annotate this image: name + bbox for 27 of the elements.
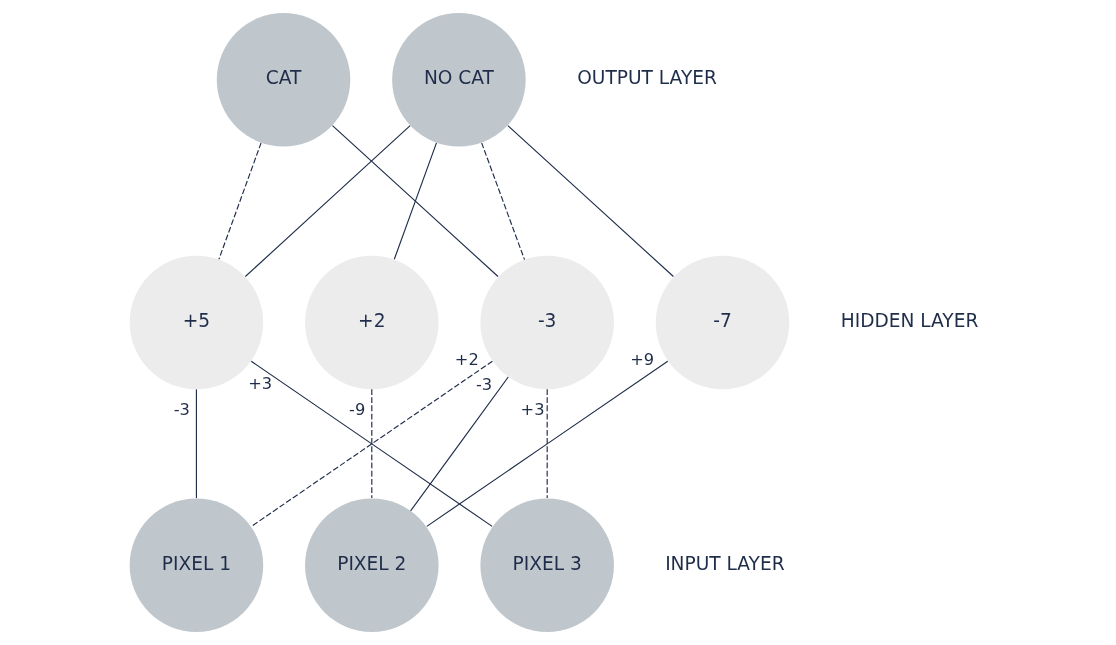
edge-label: -3 (173, 399, 190, 419)
connector (506, 125, 674, 278)
connector (393, 142, 437, 260)
edge-label: +9 (629, 350, 654, 370)
node-circle: NO CAT (391, 13, 526, 147)
edge-label: +2 (454, 350, 479, 370)
label: HIDDEN LAYER (840, 309, 978, 331)
connector (425, 360, 668, 527)
node-circle: +2 (304, 255, 439, 390)
connector (409, 376, 509, 512)
node-circle: PIXEL 3 (479, 498, 614, 632)
node-circle: -7 (655, 255, 789, 390)
connector (217, 142, 262, 260)
connector (331, 125, 499, 278)
connector (250, 360, 493, 527)
label: OUTPUT LAYER (576, 67, 717, 89)
connector (244, 125, 411, 278)
connector (546, 388, 548, 499)
node-circle: PIXEL 1 (129, 498, 263, 632)
connector (195, 388, 197, 499)
node-circle: PIXEL 2 (304, 498, 439, 632)
connector (370, 388, 372, 499)
node-circle: CAT (216, 13, 350, 147)
edge-label: -9 (348, 399, 365, 419)
edge-label: +3 (520, 399, 544, 419)
label: INPUT LAYER (664, 552, 785, 574)
connector (480, 142, 525, 261)
